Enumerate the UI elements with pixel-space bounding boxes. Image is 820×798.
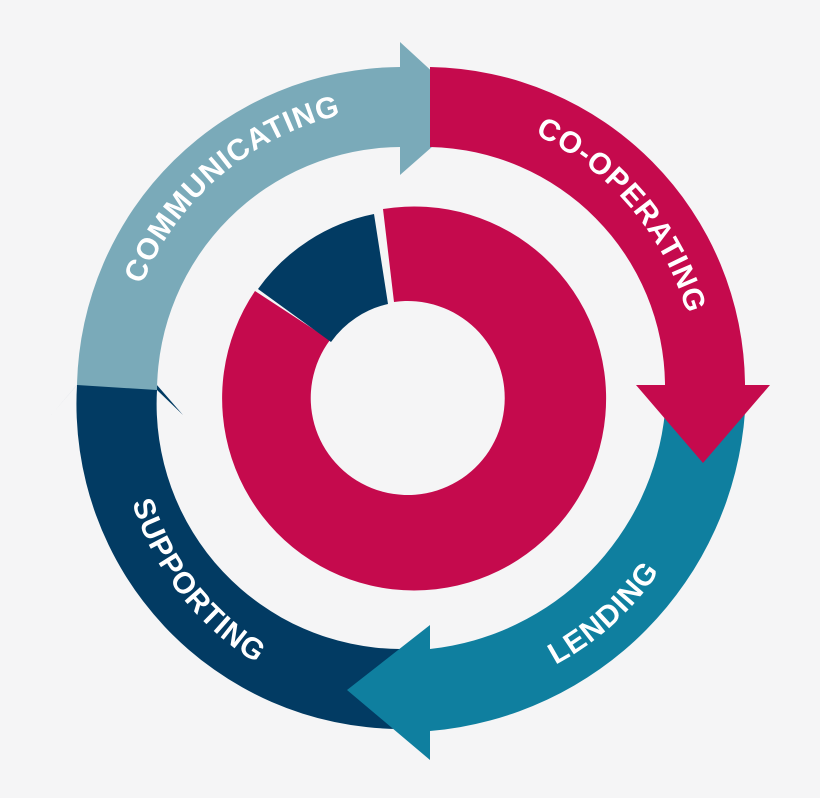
arrow-cooperating bbox=[430, 67, 770, 463]
arrow-communicating bbox=[77, 42, 474, 390]
arrow-body-cooperating bbox=[430, 67, 770, 463]
arrow-body-lending bbox=[347, 412, 745, 760]
center-donut bbox=[222, 206, 607, 591]
arrow-lending bbox=[347, 412, 745, 760]
arrow-supporting bbox=[51, 339, 400, 729]
arrow-body-communicating bbox=[77, 42, 474, 390]
donut-slice-small bbox=[258, 214, 388, 342]
arrow-body-supporting bbox=[51, 339, 400, 729]
donut-slice-large bbox=[222, 206, 607, 591]
